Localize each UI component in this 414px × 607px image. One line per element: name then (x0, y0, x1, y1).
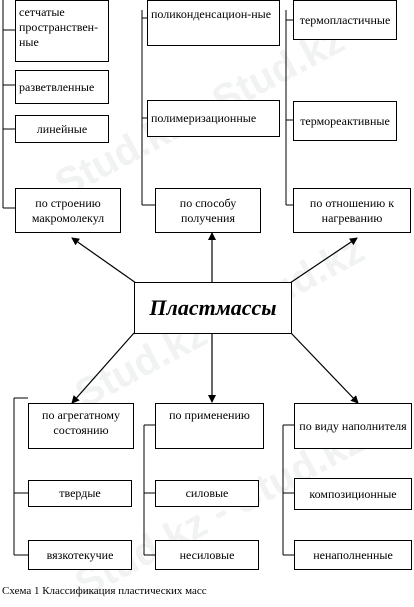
application-item-nonpower: несиловые (155, 540, 259, 570)
category-application: по применению (155, 403, 264, 449)
category-production: по способу получения (155, 188, 261, 233)
production-item-polycondensation: поликонденсацион-ные (147, 0, 280, 46)
heating-item-thermoset: термореактивные (293, 101, 397, 141)
category-heating: по отношению к нагреванию (293, 188, 411, 233)
filler-item-unfilled: ненаполненные (294, 540, 412, 570)
aggregate-item-viscous: вязкотекучие (28, 540, 132, 570)
filler-item-composite: композиционные (294, 478, 412, 510)
structure-item-linear: линейные (15, 115, 109, 143)
structure-item-network: сетчатые пространствен-ные (15, 0, 109, 62)
production-item-polymerization: полимеризационные (147, 100, 280, 137)
category-filler: по виду наполнителя (294, 403, 412, 449)
center-title: Пластмассы (134, 282, 292, 334)
category-aggregate: по агрегатному состоянию (28, 403, 134, 449)
application-item-power: силовые (155, 480, 259, 507)
aggregate-item-solid: твердые (28, 480, 132, 507)
heating-item-thermoplastic: термопластичные (293, 0, 397, 40)
category-structure: по строению макромолекул (15, 188, 121, 233)
figure-caption: Схема 1 Классификация пластических масс (2, 585, 207, 597)
structure-item-branched: разветвленные (15, 70, 109, 104)
